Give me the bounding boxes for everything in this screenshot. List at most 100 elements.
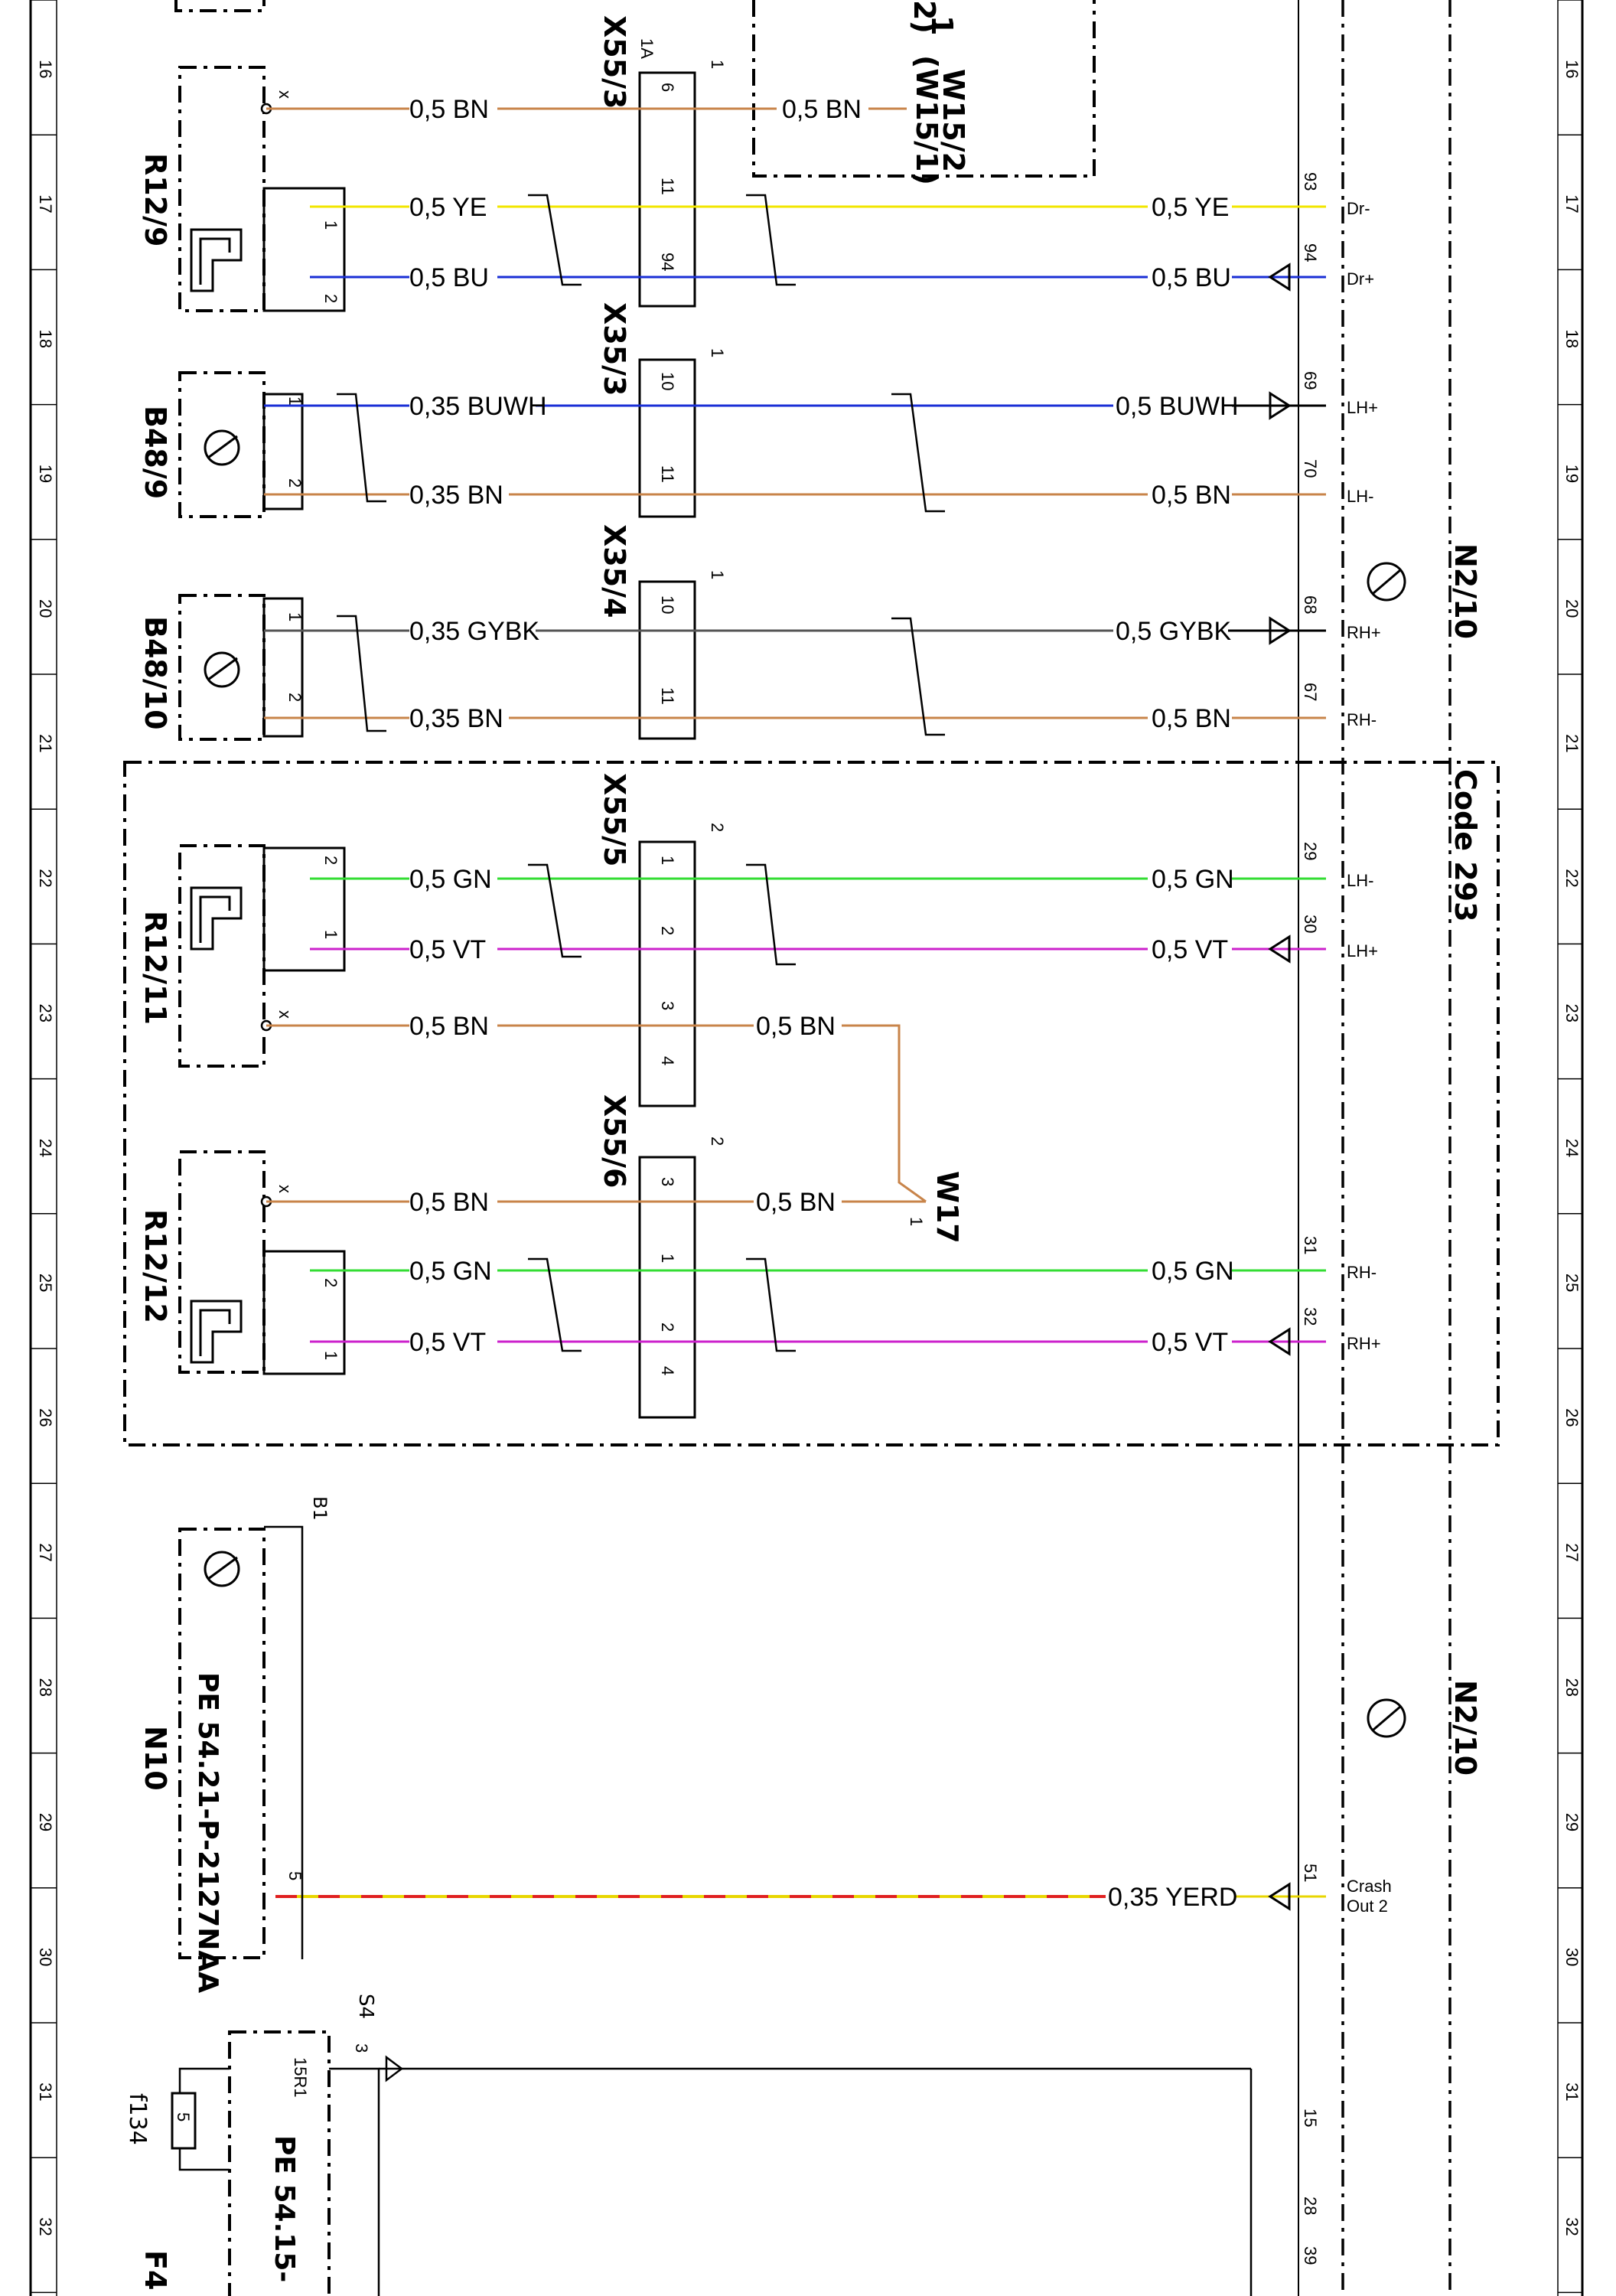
- svg-text:4: 4: [658, 1366, 677, 1375]
- svg-text:0,5 YE: 0,5 YE: [1152, 193, 1229, 222]
- w15-1-label: (W15/1): [910, 55, 943, 185]
- row-number: 25: [1562, 1274, 1582, 1292]
- b48-10-sensor: B48/10 1 2: [138, 594, 305, 741]
- wire-labels: 0,5 BN 0,5 BN 0,5 YE 0,5 YE 0,5 BU 0,5 B…: [409, 95, 1239, 1912]
- svg-text:1: 1: [658, 856, 677, 865]
- w15-fragment-1: 1: [925, 15, 959, 35]
- svg-text:Crash: Crash: [1347, 1877, 1392, 1896]
- row-number: 29: [1562, 1813, 1582, 1831]
- svg-text:0,5 BN: 0,5 BN: [1152, 704, 1231, 733]
- svg-text:LH-: LH-: [1347, 871, 1373, 890]
- svg-text:B1: B1: [309, 1496, 331, 1521]
- svg-text:0,5 GYBK: 0,5 GYBK: [1116, 617, 1232, 646]
- svg-text:0,5 VT: 0,5 VT: [409, 935, 486, 964]
- row-number: 20: [36, 599, 55, 618]
- svg-text:f134: f134: [124, 2093, 151, 2145]
- x35-3-label: X35/3: [598, 302, 631, 396]
- b48-9-label: B48/9: [138, 406, 172, 499]
- svg-text:5: 5: [285, 1871, 305, 1880]
- r12-9-heater: R12/9 x 1 2: [138, 66, 346, 312]
- twisted-pair-markers: [337, 194, 945, 1352]
- n2-10-module: N2/10 N2/10: [1367, 543, 1482, 1776]
- svg-text:1A: 1A: [637, 38, 656, 59]
- svg-text:0,5 GN: 0,5 GN: [1152, 865, 1234, 894]
- svg-text:Dr-: Dr-: [1347, 199, 1370, 218]
- svg-text:15: 15: [1301, 2108, 1320, 2127]
- svg-text:0,5 BU: 0,5 BU: [1152, 263, 1231, 292]
- n10-reference: PE 54.21-P-2127NAA: [192, 1672, 223, 1993]
- svg-text:0,5 BUWH: 0,5 BUWH: [1116, 392, 1239, 421]
- svg-text:28: 28: [1301, 2197, 1320, 2215]
- row-number: 31: [1562, 2082, 1582, 2101]
- svg-text:2: 2: [285, 693, 305, 702]
- x55-3-label: X55/3: [598, 15, 631, 109]
- svg-text:2: 2: [321, 1278, 340, 1287]
- w17-label: W17: [930, 1171, 964, 1244]
- svg-text:RH-: RH-: [1347, 1263, 1377, 1282]
- r12-11-heater: R12/11 x 2 1: [138, 844, 346, 1068]
- n10-label: N10: [138, 1726, 172, 1791]
- svg-text:x: x: [275, 90, 295, 99]
- row-number: 24: [1562, 1139, 1582, 1157]
- svg-text:10: 10: [658, 372, 677, 390]
- svg-text:11: 11: [658, 465, 677, 483]
- svg-text:0,5 BN: 0,5 BN: [409, 1012, 489, 1041]
- svg-text:1: 1: [708, 60, 727, 69]
- n10-module: N10 PE 54.21-P-2127NAA 5 B1: [138, 1496, 331, 1993]
- row-number: 18: [1562, 330, 1582, 348]
- b48-9-sensor: B48/9 1 2: [138, 371, 305, 518]
- svg-text:69: 69: [1301, 371, 1320, 390]
- svg-text:0,35 YERD: 0,35 YERD: [1108, 1883, 1237, 1912]
- svg-text:0,35 BUWH: 0,35 BUWH: [409, 392, 547, 421]
- row-number: 31: [36, 2082, 55, 2101]
- svg-text:2: 2: [708, 823, 727, 832]
- svg-text:4: 4: [658, 1056, 677, 1065]
- svg-text:0,5 VT: 0,5 VT: [409, 1328, 486, 1357]
- x55-6-label: X55/6: [598, 1094, 631, 1189]
- svg-text:67: 67: [1301, 683, 1320, 701]
- svg-text:1: 1: [708, 570, 727, 579]
- svg-text:0,5 GN: 0,5 GN: [1152, 1257, 1234, 1286]
- svg-text:2: 2: [708, 1137, 727, 1146]
- row-number: 16: [1562, 60, 1582, 78]
- w15-2-label: W15/2: [937, 69, 970, 172]
- row-number: 21: [1562, 734, 1582, 752]
- row-number: 25: [36, 1274, 55, 1292]
- row-number: 28: [36, 1678, 55, 1697]
- svg-text:1: 1: [285, 612, 305, 621]
- code-293-label: Code 293: [1448, 769, 1482, 922]
- svg-text:0,5 GN: 0,5 GN: [409, 1257, 492, 1286]
- svg-text:32: 32: [1301, 1307, 1320, 1326]
- r12-12-label: R12/12: [138, 1209, 172, 1323]
- row-number: 21: [36, 734, 55, 752]
- svg-text:5: 5: [174, 2112, 193, 2122]
- svg-text:2: 2: [321, 294, 340, 303]
- svg-text:3: 3: [658, 1001, 677, 1010]
- svg-text:0,5 GN: 0,5 GN: [409, 865, 492, 894]
- code-293-region: Code 293: [123, 761, 1500, 1446]
- row-number: 26: [1562, 1408, 1582, 1427]
- row-number: 27: [1562, 1543, 1582, 1561]
- row-number: 30: [36, 1948, 55, 1966]
- r12-9-label: R12/9: [138, 153, 172, 246]
- svg-text:39: 39: [1301, 2246, 1320, 2265]
- b48-10-label: B48/10: [138, 616, 172, 730]
- svg-text:94: 94: [658, 253, 677, 271]
- row-number: 29: [36, 1813, 55, 1831]
- row-number: 20: [1562, 599, 1582, 618]
- row-number: 28: [1562, 1678, 1582, 1697]
- svg-text:0,5 YE: 0,5 YE: [409, 193, 487, 222]
- svg-text:0,5 VT: 0,5 VT: [1152, 1328, 1228, 1357]
- svg-text:70: 70: [1301, 459, 1320, 478]
- svg-text:0,35 BN: 0,35 BN: [409, 481, 503, 510]
- svg-text:6: 6: [658, 83, 677, 92]
- svg-text:1: 1: [321, 1351, 340, 1360]
- svg-text:11: 11: [658, 178, 677, 195]
- svg-text:30: 30: [1301, 915, 1320, 933]
- row-number: 19: [36, 465, 55, 483]
- svg-text:S4: S4: [354, 1994, 377, 2019]
- svg-text:Dr+: Dr+: [1347, 269, 1374, 289]
- ecu-pins: 93 Dr- 94 Dr+ 69 LH+ 70 LH- 68 RH+ 67 RH…: [1301, 172, 1392, 1916]
- f4-fuse-box: F4 PE 54.15- f134 5 15R1 3 S4 15 28 39: [124, 1994, 1320, 2296]
